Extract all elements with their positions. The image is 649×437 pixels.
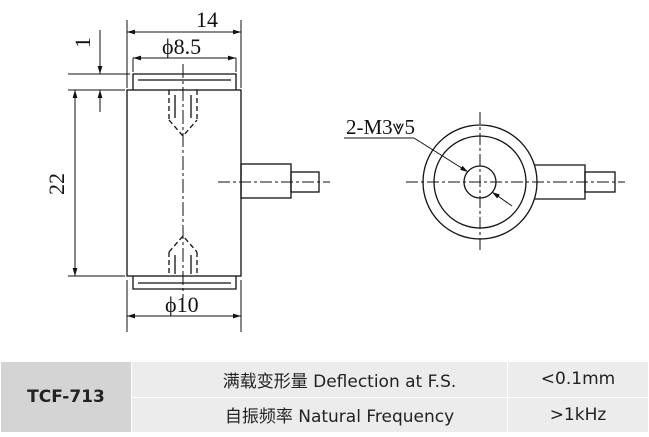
spec-row: 自振频率 Natural Frequency >1kHz bbox=[1, 396, 649, 433]
top-view bbox=[344, 112, 625, 250]
top-cap bbox=[132, 73, 237, 90]
cable bbox=[218, 163, 330, 199]
spec-label: 自振频率 Natural Frequency bbox=[131, 396, 508, 433]
dimensions bbox=[68, 20, 242, 332]
model-name: TCF-713 bbox=[0, 361, 132, 433]
dim-step-label: 1 bbox=[70, 37, 95, 48]
spec-label: 满载变形量 Deflection at F.S. bbox=[131, 361, 508, 398]
side-view bbox=[126, 64, 330, 298]
sensor-body bbox=[126, 89, 242, 277]
spec-table: TCF-713 满载变形量 Deflection at F.S. <0.1mm … bbox=[0, 361, 649, 433]
bottom-cap bbox=[132, 276, 237, 290]
technical-drawing: 14 ϕ8.5 1 22 ϕ10 2-M3⩔5 bbox=[44, 7, 625, 332]
bottom-thread-hole bbox=[168, 235, 198, 276]
spec-row: TCF-713 满载变形量 Deflection at F.S. <0.1mm bbox=[0, 361, 649, 433]
top-thread-hole bbox=[168, 90, 198, 137]
dim-bore-label: ϕ8.5 bbox=[162, 34, 201, 59]
thread-callout-label: 2-M3⩔5 bbox=[346, 115, 415, 139]
dim-diameter-label: ϕ10 bbox=[165, 292, 199, 317]
dim-height-label: 22 bbox=[44, 173, 69, 195]
spec-value: <0.1mm bbox=[507, 361, 649, 398]
dim-width-label: 14 bbox=[196, 7, 218, 32]
spec-value: >1kHz bbox=[507, 396, 649, 433]
